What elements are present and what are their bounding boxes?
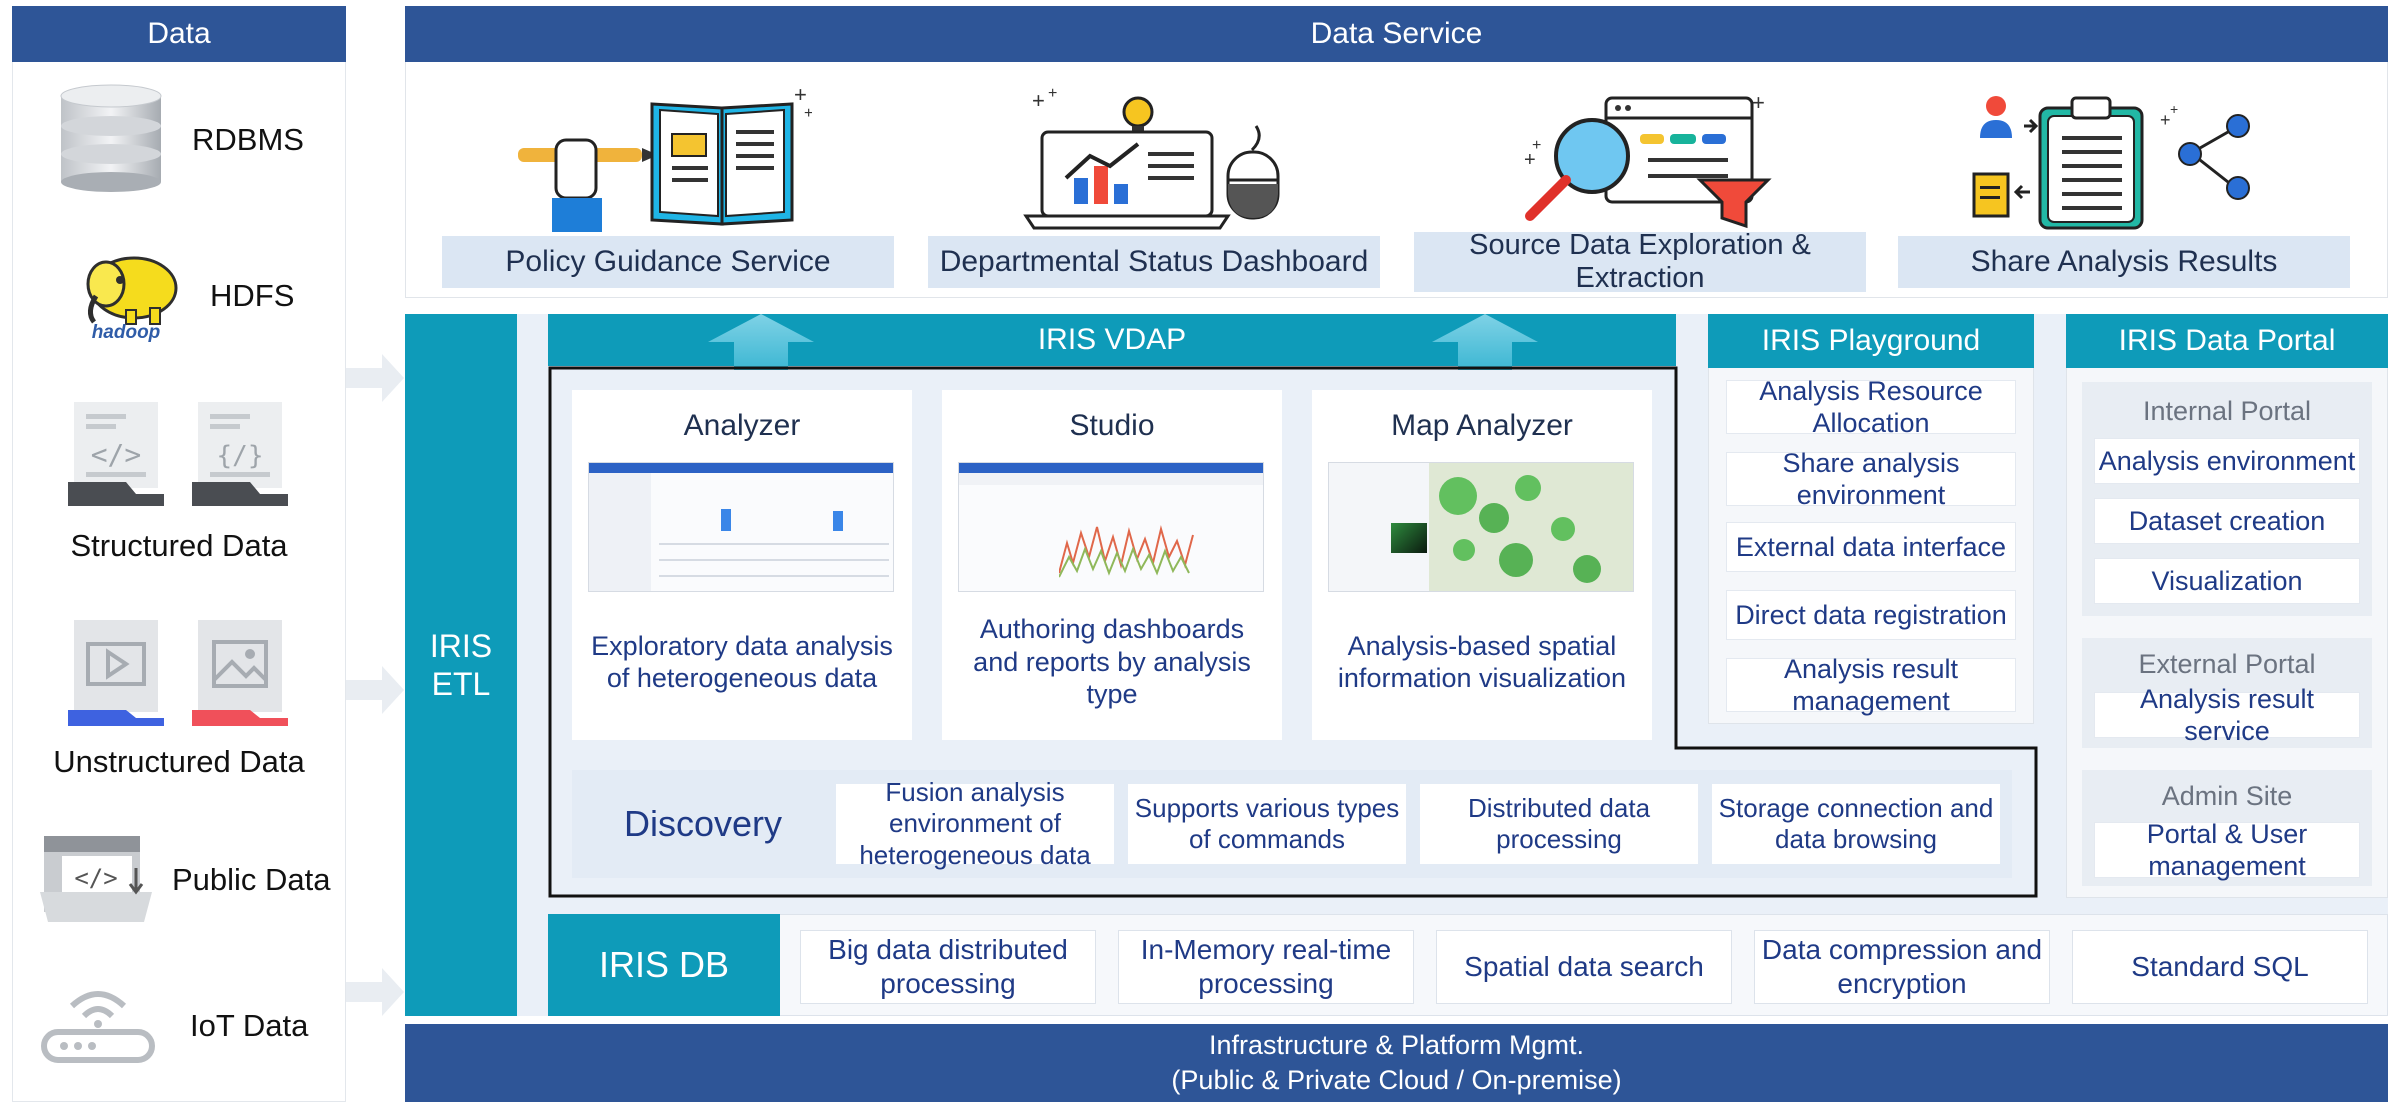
- wifi-router-icon: [38, 976, 158, 1066]
- arrow-right-icon: [346, 350, 406, 406]
- module-title: Analyzer: [683, 409, 801, 442]
- module-title: Map Analyzer: [1391, 409, 1573, 442]
- svg-text:</>: </>: [91, 438, 142, 471]
- service-label: Policy Guidance Service: [442, 236, 894, 288]
- module-description: Authoring dashboards and reports by anal…: [942, 602, 1282, 722]
- discovery-feature: Supports various types of commands: [1128, 784, 1406, 864]
- arrow-up-icon: [1426, 314, 1544, 370]
- svg-text:+: +: [804, 105, 812, 122]
- portal-item: Dataset creation: [2094, 498, 2360, 544]
- data-item-label: Unstructured Data: [53, 744, 305, 779]
- image-file-icon: [190, 618, 290, 728]
- hadoop-elephant-icon: hadoop: [76, 248, 186, 344]
- module-card-analyzer: Analyzer Exploratory data analysis of he…: [572, 390, 912, 740]
- map-analyzer-screenshot: [1328, 462, 1634, 592]
- svg-text:+: +: [794, 84, 807, 107]
- data-panel-title: Data: [12, 6, 346, 62]
- svg-text:{/}: {/}: [217, 441, 264, 471]
- playground-item: Direct data registration: [1726, 590, 2016, 640]
- svg-text:+: +: [1532, 137, 1541, 154]
- portal-group-title: Internal Portal: [2142, 395, 2312, 426]
- db-feature: Standard SQL: [2072, 930, 2368, 1004]
- code-folder-icon: </>: [40, 828, 152, 924]
- playground-item: External data interface: [1726, 522, 2016, 572]
- discovery-feature: Fusion analysis environment of heterogen…: [836, 777, 1114, 870]
- code-file-icon: {/}: [190, 398, 290, 508]
- portal-item: Analysis result service: [2094, 684, 2360, 746]
- playground-item: Analysis result management: [1726, 654, 2016, 716]
- module-card-studio: Studio Authoring dashboards and reports …: [942, 390, 1282, 740]
- svg-text:+: +: [2160, 110, 2171, 130]
- module-description: Analysis-based spatial information visua…: [1312, 602, 1652, 722]
- hadoop-logo-text: hadoop: [91, 322, 161, 343]
- arrow-right-icon: [346, 662, 406, 718]
- data-item-label: HDFS: [210, 278, 295, 313]
- playground-item: Share analysis environment: [1726, 448, 2016, 510]
- module-title: Studio: [1069, 409, 1155, 442]
- svg-text:</>: </>: [74, 864, 117, 892]
- book-pencil-icon: ++: [512, 84, 812, 234]
- search-filter-icon: ++ +: [1516, 84, 1778, 234]
- service-label: Source Data Exploration & Extraction: [1414, 229, 1866, 294]
- data-item-label: Structured Data: [70, 528, 288, 563]
- database-icon: [55, 82, 167, 194]
- video-file-icon: [66, 618, 166, 728]
- svg-text:+: +: [1048, 86, 1057, 102]
- module-description: Exploratory data analysis of heterogeneo…: [572, 602, 912, 722]
- data-service-title: Data Service: [405, 6, 2388, 62]
- portal-item: Portal & User management: [2094, 819, 2360, 881]
- data-item-label: Public Data: [172, 862, 331, 897]
- portal-item: Visualization: [2094, 558, 2360, 604]
- portal-title: IRIS Data Portal: [2066, 314, 2388, 368]
- discovery-feature: Storage connection and data browsing: [1712, 784, 2000, 864]
- discovery-title: Discovery: [623, 803, 783, 845]
- service-label: Departmental Status Dashboard: [928, 236, 1380, 288]
- data-item-label: RDBMS: [192, 122, 304, 157]
- portal-group-title: Admin Site: [2161, 780, 2293, 811]
- data-item-label: IoT Data: [190, 1008, 309, 1043]
- svg-text:+: +: [1524, 149, 1536, 171]
- iris-etl-block: IRIS ETL: [405, 314, 517, 1016]
- db-feature: Data compression and encryption: [1754, 930, 2050, 1004]
- analyzer-screenshot: [588, 462, 894, 592]
- svg-text:+: +: [2170, 101, 2178, 117]
- portal-item: Analysis environment: [2094, 438, 2360, 484]
- data-panel-body: [12, 62, 346, 1102]
- portal-group-title: External Portal: [2138, 648, 2316, 679]
- arrow-right-icon: [346, 964, 406, 1020]
- discovery-feature: Distributed data processing: [1420, 784, 1698, 864]
- laptop-chart-icon: ++: [1020, 86, 1280, 236]
- playground-title: IRIS Playground: [1708, 314, 2034, 368]
- db-feature: Spatial data search: [1436, 930, 1732, 1004]
- code-file-icon: </>: [66, 398, 166, 508]
- module-card-map-analyzer: Map Analyzer Analysis-based spatial info…: [1312, 390, 1652, 740]
- service-label: Share Analysis Results: [1898, 236, 2350, 288]
- svg-text:+: +: [1032, 88, 1045, 113]
- studio-screenshot: [958, 462, 1264, 592]
- svg-text:+: +: [1752, 90, 1765, 115]
- infrastructure-bar: Infrastructure & Platform Mgmt. (Public …: [405, 1024, 2388, 1102]
- db-feature: Big data distributed processing: [800, 930, 1096, 1004]
- clipboard-share-icon: ++: [1968, 84, 2258, 234]
- data-service-body: [405, 62, 2388, 298]
- arrow-up-icon: [702, 314, 820, 370]
- db-feature: In-Memory real-time processing: [1118, 930, 1414, 1004]
- iris-db-title: IRIS DB: [548, 914, 780, 1016]
- playground-item: Analysis Resource Allocation: [1726, 376, 2016, 438]
